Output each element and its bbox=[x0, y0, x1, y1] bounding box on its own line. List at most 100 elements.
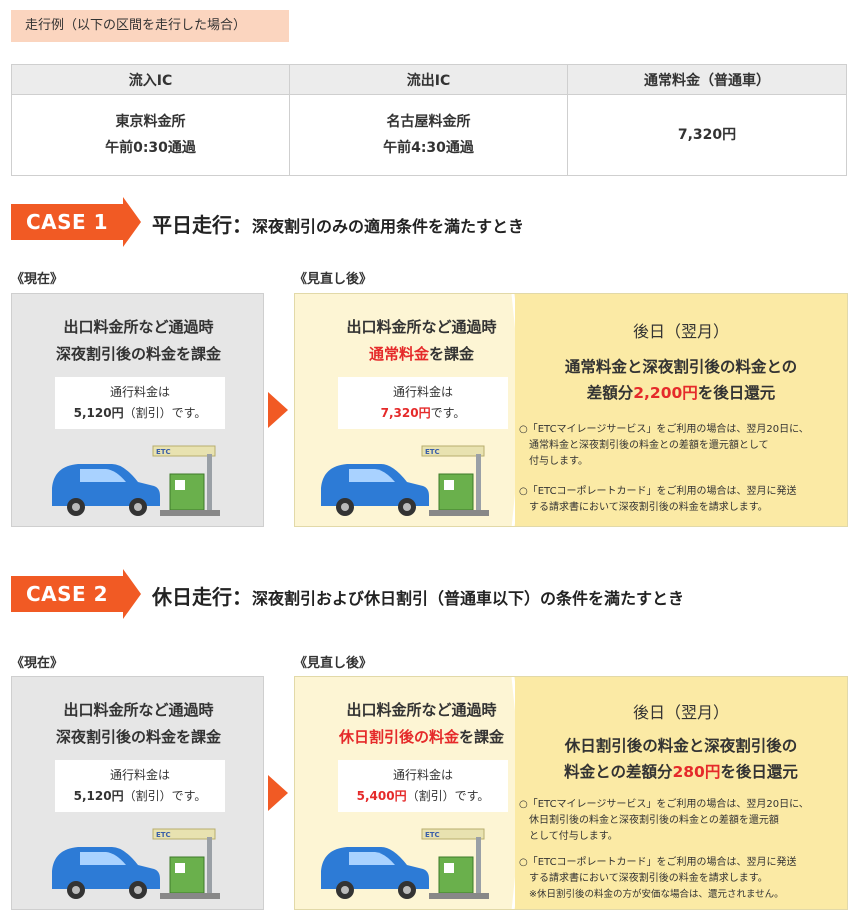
col-header-exit: 流出IC bbox=[289, 64, 568, 95]
case2-note2: ○「ETCコーポレートカード」をご利用の場合は、翌月に発送 する請求書において深… bbox=[519, 855, 809, 903]
col-header-entry: 流入IC bbox=[11, 64, 290, 95]
case2-later-area: 後日（翌月） 休日割引後の料金と深夜割引後の 料金との差額分280円を後日還元 … bbox=[515, 677, 847, 909]
entry-name: 東京料金所 bbox=[115, 114, 186, 130]
etc-sign-icon: ETC bbox=[425, 448, 440, 456]
fee-suffix: です。 bbox=[430, 406, 466, 420]
case2-later-big1: 休日割引後の料金と深夜割引後の bbox=[564, 737, 798, 755]
case-arrow-shape bbox=[11, 569, 141, 619]
etc-sign-icon: ETC bbox=[156, 831, 171, 839]
fee-amount: 5,120円 bbox=[73, 789, 124, 803]
note-line: ○「ETCマイレージサービス」をご利用の場合は、翌月20日に、 bbox=[519, 424, 809, 435]
note-line: として付与します。 bbox=[529, 831, 618, 842]
case1-current-label: 《現在》 bbox=[11, 272, 64, 287]
case1-title: 平日走行：深夜割引のみの適用条件を満たすとき bbox=[152, 209, 524, 238]
case1-later-area: 後日（翌月） 通常料金と深夜割引後の料金との 差額分2,200円を後日還元 ○「… bbox=[515, 294, 847, 526]
case2-later-title: 後日（翌月） bbox=[632, 703, 729, 722]
case1-later-big2: 差額分2,200円を後日還元 bbox=[515, 380, 847, 406]
car-tollgate-illustration: ETC bbox=[321, 445, 489, 516]
case1-label: CASE 1 bbox=[25, 210, 109, 234]
note-line: ○「ETCマイレージサービス」をご利用の場合は、翌月20日に、 bbox=[519, 799, 809, 810]
big2-red: 2,200円 bbox=[633, 384, 698, 402]
big2-red: 280円 bbox=[672, 763, 721, 781]
table-row: 東京料金所 午前0:30通過 名古屋料金所 午前4:30通過 7,320円 bbox=[11, 94, 847, 176]
case1-current-line1: 出口料金所など通過時 bbox=[63, 318, 214, 336]
case2-current-panel: 出口料金所など通過時 深夜割引後の料金を課金 通行料金は 5,120円（割引）で… bbox=[11, 676, 264, 910]
note-line: 付与します。 bbox=[529, 456, 588, 467]
col-header-fee: 通常料金（普通車） bbox=[567, 64, 847, 95]
fee-amount: 5,120円 bbox=[73, 406, 124, 420]
case1-after-fee-box: 通行料金は 7,320円です。 bbox=[338, 377, 508, 429]
note-line: する請求書において深夜割引後の料金を請求します。 bbox=[529, 502, 768, 513]
case-arrow-shape bbox=[11, 197, 141, 247]
fee-label: 通行料金は bbox=[109, 385, 170, 399]
case2-current-line2: 深夜割引後の料金を課金 bbox=[55, 728, 221, 746]
case2-title-sub: 深夜割引および休日割引（普通車以下）の条件を満たすとき bbox=[252, 589, 685, 608]
car-tollgate-illustration: ETC bbox=[321, 828, 489, 899]
case2-after-panel: 後日（翌月） 休日割引後の料金と深夜割引後の 料金との差額分280円を後日還元 … bbox=[294, 676, 848, 910]
note-line: ※休日割引後の料金の方が安価な場合は、還元されません。 bbox=[529, 889, 784, 900]
case2-current-line1: 出口料金所など通過時 bbox=[63, 701, 214, 719]
case1-after-line1: 出口料金所など通過時 bbox=[346, 318, 497, 336]
case1-title-main: 平日走行： bbox=[152, 213, 252, 237]
case2-after-line2: 休日割引後の料金を課金 bbox=[295, 724, 548, 751]
case1-title-sub: 深夜割引のみの適用条件を満たすとき bbox=[252, 217, 525, 236]
case2-later-big2: 料金との差額分280円を後日還元 bbox=[515, 759, 847, 785]
fee-suffix: （割引）です。 bbox=[406, 789, 490, 803]
fee-amount: 5,400円 bbox=[356, 789, 407, 803]
etc-sign-icon: ETC bbox=[425, 831, 440, 839]
case1-after-panel: 後日（翌月） 通常料金と深夜割引後の料金との 差額分2,200円を後日還元 ○「… bbox=[294, 293, 848, 527]
case1-current-line2: 深夜割引後の料金を課金 bbox=[55, 345, 221, 363]
line2-red: 通常料金 bbox=[368, 345, 429, 363]
table-header-row: 流入IC 流出IC 通常料金（普通車） bbox=[11, 64, 847, 95]
case2-title: 休日走行：深夜割引および休日割引（普通車以下）の条件を満たすとき bbox=[152, 581, 684, 610]
cell-normal-fee: 7,320円 bbox=[567, 94, 847, 176]
note-line: する請求書において深夜割引後の料金を請求します。 bbox=[529, 873, 768, 884]
cell-entry: 東京料金所 午前0:30通過 bbox=[11, 94, 290, 176]
fee-suffix: （割引）です。 bbox=[123, 406, 207, 420]
case2-note1: ○「ETCマイレージサービス」をご利用の場合は、翌月20日に、 休日割引後の料金… bbox=[519, 797, 809, 845]
note-line: 通常料金と深夜割引後の料金との差額を還元額として bbox=[529, 440, 769, 451]
line2-rest: を課金 bbox=[429, 345, 475, 363]
fee-amount: 7,320円 bbox=[380, 406, 431, 420]
car-tollgate-illustration: ETC bbox=[52, 828, 220, 899]
route-example-tag: 走行例（以下の区間を走行した場合） bbox=[11, 10, 289, 42]
line2-red: 休日割引後の料金 bbox=[338, 728, 459, 746]
cell-exit: 名古屋料金所 午前4:30通過 bbox=[289, 94, 568, 176]
big2-b: を後日還元 bbox=[720, 763, 798, 781]
case1-later-big1: 通常料金と深夜割引後の料金との bbox=[564, 358, 798, 376]
case1-after-line2: 通常料金を課金 bbox=[295, 341, 548, 368]
note-line: ○「ETCコーポレートカード」をご利用の場合は、翌月に発送 bbox=[519, 486, 797, 497]
case2-arrow-icon bbox=[268, 775, 288, 811]
case2-current-fee-box: 通行料金は 5,120円（割引）です。 bbox=[55, 760, 225, 812]
line2-rest: を課金 bbox=[459, 728, 505, 746]
case1-current-panel: 出口料金所など通過時 深夜割引後の料金を課金 通行料金は 5,120円（割引）で… bbox=[11, 293, 264, 527]
case2-label: CASE 2 bbox=[25, 582, 109, 606]
note-line: ○「ETCコーポレートカード」をご利用の場合は、翌月に発送 bbox=[519, 857, 797, 868]
note-line: 休日割引後の料金と深夜割引後の料金との差額を還元額 bbox=[529, 815, 779, 826]
case2-after-line1: 出口料金所など通過時 bbox=[346, 701, 497, 719]
etc-sign-icon: ETC bbox=[156, 448, 171, 456]
case2-after-fee-box: 通行料金は 5,400円（割引）です。 bbox=[338, 760, 508, 812]
fee-label: 通行料金は bbox=[109, 768, 170, 782]
exit-time: 午前4:30通過 bbox=[383, 140, 474, 156]
case1-note1: ○「ETCマイレージサービス」をご利用の場合は、翌月20日に、 通常料金と深夜割… bbox=[519, 422, 809, 470]
fee-suffix: （割引）です。 bbox=[123, 789, 207, 803]
fee-label: 通行料金は bbox=[392, 768, 453, 782]
case2-after-label: 《見直し後》 bbox=[294, 656, 373, 671]
case1-after-label: 《見直し後》 bbox=[294, 272, 373, 287]
case2-title-main: 休日走行： bbox=[152, 585, 252, 609]
entry-time: 午前0:30通過 bbox=[105, 140, 196, 156]
case1-arrow-icon bbox=[268, 392, 288, 428]
case2-banner: CASE 2 bbox=[11, 569, 141, 619]
car-tollgate-illustration: ETC bbox=[52, 445, 220, 516]
big2-b: を後日還元 bbox=[697, 384, 776, 402]
exit-name: 名古屋料金所 bbox=[386, 114, 471, 130]
fee-label: 通行料金は bbox=[392, 385, 453, 399]
big2-a: 差額分 bbox=[586, 384, 634, 402]
case1-note2: ○「ETCコーポレートカード」をご利用の場合は、翌月に発送 する請求書において深… bbox=[519, 484, 809, 516]
case2-current-label: 《現在》 bbox=[11, 656, 64, 671]
big2-a: 料金との差額分 bbox=[564, 763, 673, 781]
case1-later-title: 後日（翌月） bbox=[632, 322, 729, 341]
case1-banner: CASE 1 bbox=[11, 197, 141, 247]
case1-current-fee-box: 通行料金は 5,120円（割引）です。 bbox=[55, 377, 225, 429]
